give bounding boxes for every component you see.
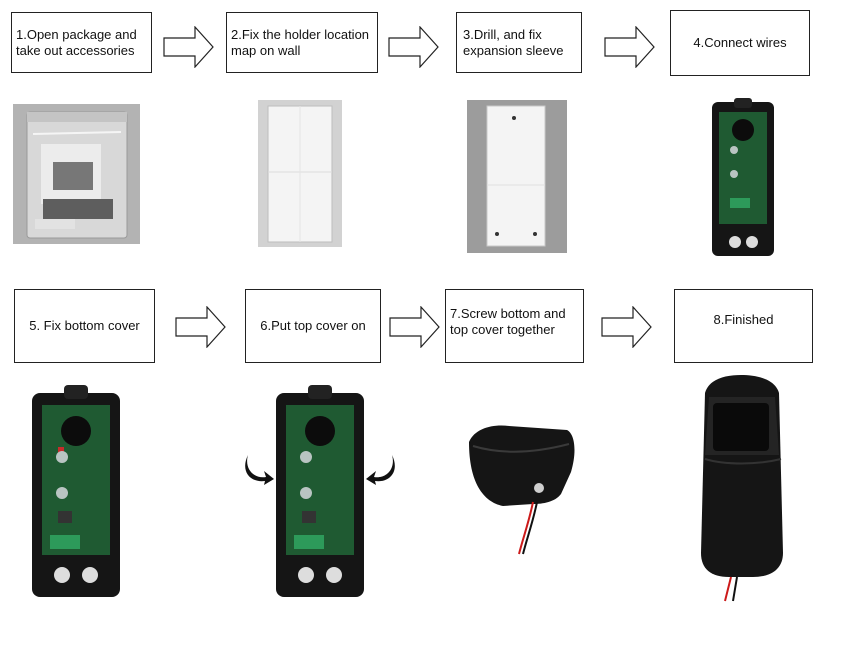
step-3-box: 3.Drill, and fix expansion sleeve	[456, 12, 582, 73]
accessories-bag-photo	[13, 104, 140, 244]
bottom-cover-photo	[32, 385, 120, 597]
finished-sensor-photo	[701, 375, 783, 602]
step-8-box: 8.Finished	[674, 289, 813, 363]
drilled-map-photo	[467, 100, 567, 253]
arrow-right-icon	[601, 306, 652, 348]
screw-covers-photo	[469, 425, 575, 555]
step-1-box: 1.Open package and take out accessories	[11, 12, 152, 73]
arrow-right-icon	[175, 306, 226, 348]
step-5-box: 5. Fix bottom cover	[14, 289, 155, 363]
arrow-right-icon	[604, 26, 655, 68]
step-6-box: 6.Put top cover on	[245, 289, 381, 363]
arrow-right-icon	[388, 26, 439, 68]
connect-wires-photo	[712, 98, 774, 256]
arrow-right-icon	[389, 306, 440, 348]
arrow-right-icon	[163, 26, 214, 68]
step-7-box: 7.Screw bottom and top cover together	[445, 289, 584, 363]
top-cover-photo	[245, 385, 395, 597]
step-2-box: 2.Fix the holder location map on wall	[226, 12, 378, 73]
step-4-box: 4.Connect wires	[670, 10, 810, 76]
location-map-photo	[258, 100, 342, 247]
